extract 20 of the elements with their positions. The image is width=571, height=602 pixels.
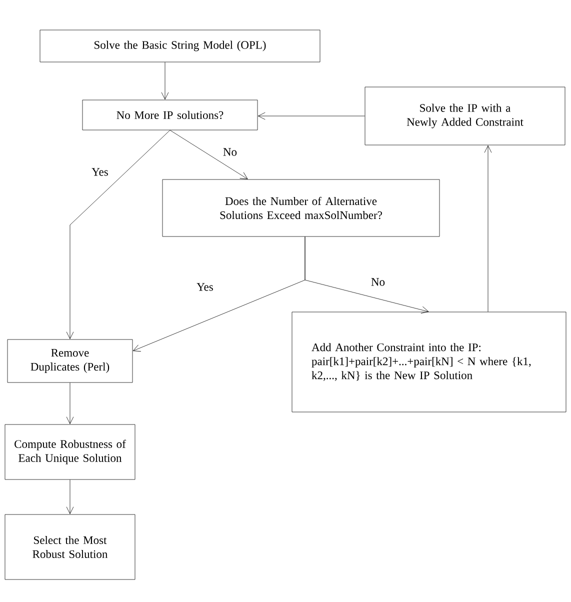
arrow xyxy=(161,62,169,100)
arrow xyxy=(258,112,365,120)
arrow xyxy=(484,145,492,312)
edge-label: No xyxy=(222,147,238,157)
arrow xyxy=(66,382,74,424)
arrow xyxy=(304,236,429,314)
edge-label: No xyxy=(370,277,386,287)
process-box: Add Another Constraint into the IP: pair[k1]+pair[k2]+...+pair[kN] < N where {k1, k2,..., kN} is the New IP Solution xyxy=(292,312,566,412)
process-box: Solve the IP with a Newly Added Constraint xyxy=(364,86,566,146)
process-box: Remove Duplicates (Perl) xyxy=(7,339,133,383)
process-box: No More IP solutions? xyxy=(82,100,258,130)
process-box: Compute Robustness of Each Unique Solution xyxy=(4,424,136,480)
arrow xyxy=(170,130,248,180)
edge-label: Yes xyxy=(90,167,110,177)
edge-label: Yes xyxy=(196,282,214,292)
arrow xyxy=(66,480,74,514)
arrow xyxy=(66,130,170,340)
process-box: Solve the Basic String Model (OPL) xyxy=(40,30,320,62)
process-box: Does the Number of Alternative Solutions Exceed maxSolNumber? xyxy=(162,179,440,237)
process-box: Select the Most Robust Solution xyxy=(4,514,136,580)
